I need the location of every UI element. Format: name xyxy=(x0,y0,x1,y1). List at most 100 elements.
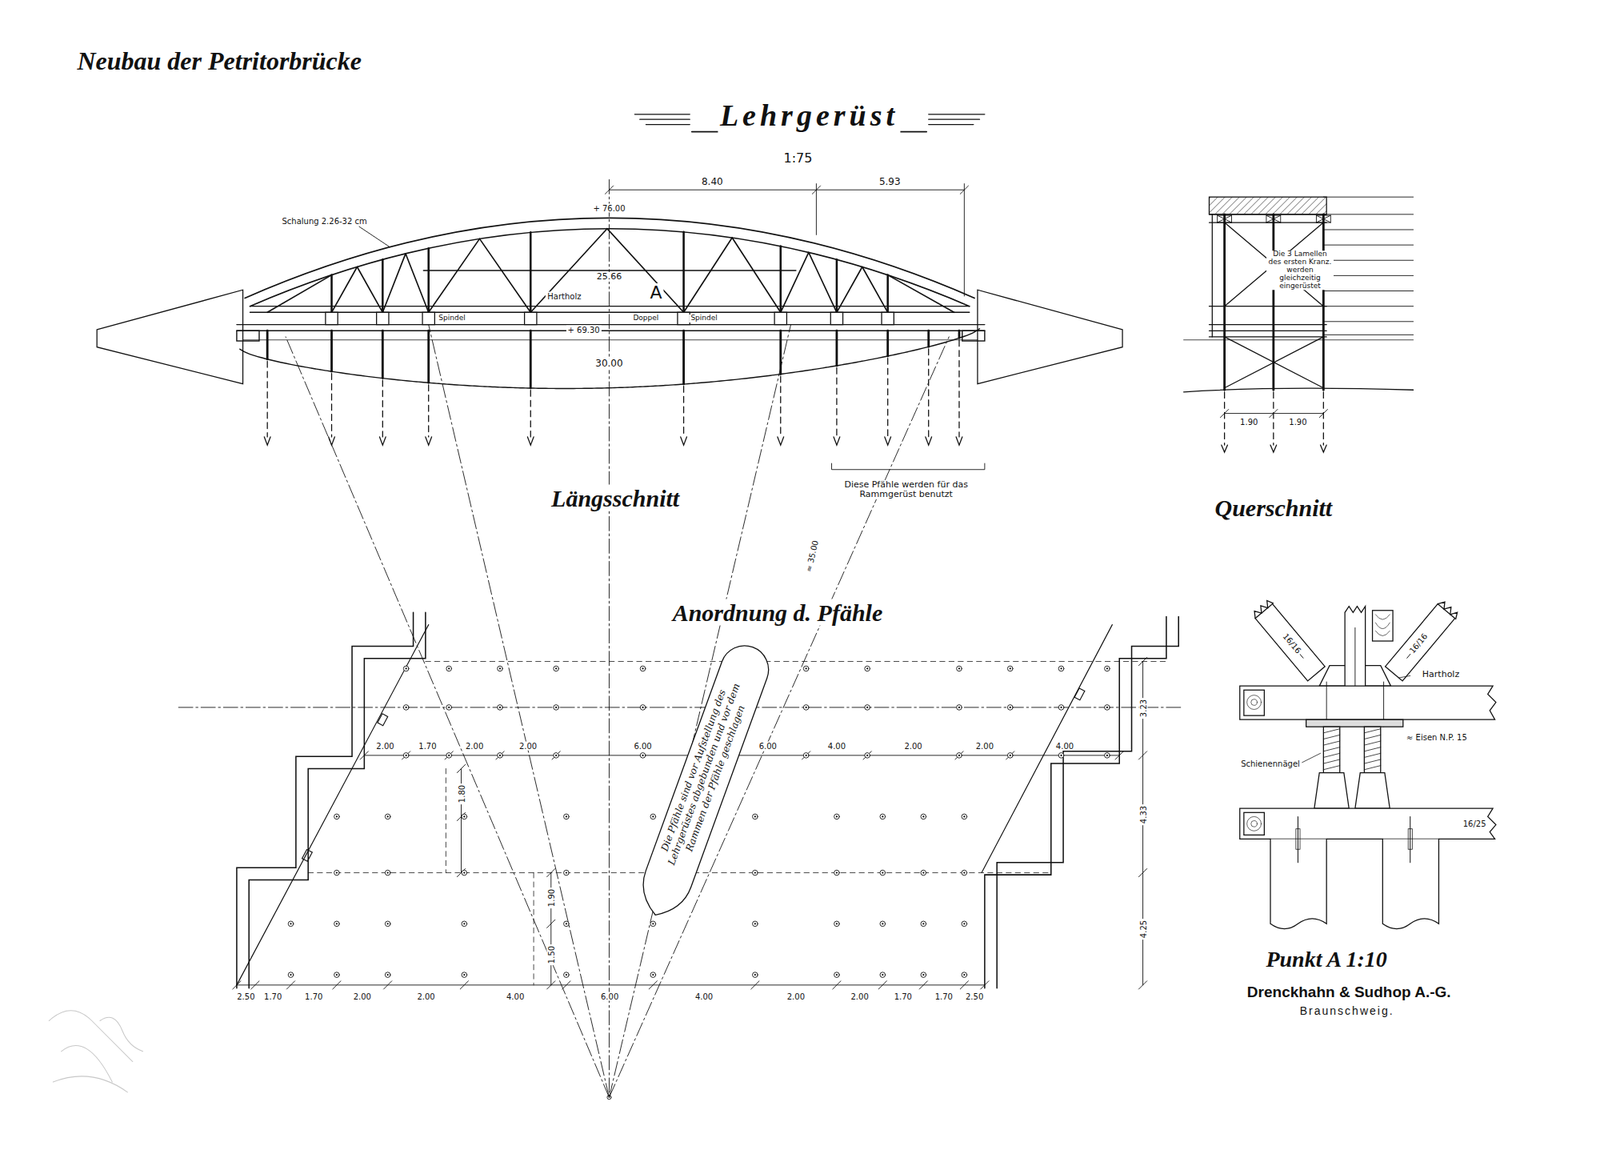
pile-symbol xyxy=(641,706,644,708)
truss-member xyxy=(684,237,733,312)
pile-symbol xyxy=(650,920,656,927)
pile-symbol xyxy=(920,972,927,978)
pile-symbol xyxy=(334,920,340,927)
radius-line xyxy=(285,336,609,1097)
pile-symbol xyxy=(387,871,389,873)
pile-symbol xyxy=(752,813,759,820)
cross-section xyxy=(1316,215,1331,223)
centre-line xyxy=(608,179,610,1100)
dimension-line xyxy=(444,751,453,760)
dimension-label: 1.90 xyxy=(1287,416,1308,426)
abutment-wall xyxy=(236,612,414,988)
detail-a xyxy=(1302,752,1321,762)
pile-symbol xyxy=(1104,704,1111,711)
truss-member xyxy=(836,259,839,312)
pile-symbol xyxy=(448,706,450,708)
pile-line xyxy=(958,340,960,437)
dimension-line xyxy=(384,980,392,989)
truss-member xyxy=(325,312,338,324)
timber-post xyxy=(330,330,333,372)
water-line xyxy=(243,339,978,340)
timber-post xyxy=(680,436,688,445)
dimension-line xyxy=(232,656,1148,989)
truss-member xyxy=(836,267,863,313)
pile-symbol xyxy=(650,813,656,820)
dimension-line xyxy=(608,189,964,191)
pile-symbol xyxy=(564,972,570,978)
pile-symbol xyxy=(880,813,886,820)
part-label: Hartholz xyxy=(545,291,583,300)
pile-symbol xyxy=(1104,704,1111,711)
cross-section xyxy=(1208,330,1327,332)
dimension-label: 4.25 xyxy=(1138,918,1148,940)
pile-symbol xyxy=(920,920,927,927)
cross-section xyxy=(1272,392,1274,445)
cross-section xyxy=(1208,305,1327,307)
pile-symbol xyxy=(961,813,968,820)
dimension-line xyxy=(964,184,965,296)
cross-section xyxy=(1316,215,1331,223)
pile-symbol xyxy=(956,704,963,711)
detail-a xyxy=(1409,816,1411,862)
pile-symbol xyxy=(754,871,756,873)
cross-section xyxy=(1323,392,1324,445)
timber-post xyxy=(777,436,784,445)
pile-symbol xyxy=(497,752,504,759)
detail-a xyxy=(1270,838,1327,928)
pile-symbol xyxy=(461,869,468,876)
pile-symbol xyxy=(650,813,656,820)
pile-symbol xyxy=(834,813,840,820)
pile-symbol xyxy=(963,973,965,976)
detail-a xyxy=(1364,726,1380,772)
pile-symbol xyxy=(640,704,646,711)
pile-line xyxy=(836,368,837,437)
truss-member xyxy=(376,312,389,324)
detail-a xyxy=(1240,685,1496,720)
pile-symbol xyxy=(864,752,871,759)
note-outline: Die Pfähle sind vor Aufstellung des Lehr… xyxy=(630,636,777,925)
pile-symbol xyxy=(553,704,560,711)
beam xyxy=(249,305,969,307)
pile-symbol xyxy=(1058,752,1064,759)
pile-symbol xyxy=(963,922,965,924)
timber-post xyxy=(886,330,889,356)
leader-line xyxy=(359,226,985,470)
radius-label: ≈ 35.00 xyxy=(804,537,821,575)
grid-line xyxy=(445,768,447,872)
pile-symbol xyxy=(564,813,570,820)
cross-section xyxy=(1323,290,1413,292)
pile-symbol xyxy=(641,754,644,756)
pile-symbol xyxy=(920,813,927,820)
water-line xyxy=(243,339,978,340)
dimension-label: 2.50 xyxy=(964,991,985,1000)
pile-symbol xyxy=(1007,752,1013,759)
dimension-line xyxy=(460,980,468,989)
pile-symbol xyxy=(652,815,654,817)
cross-section xyxy=(1208,336,1327,337)
pile-symbol xyxy=(334,972,340,978)
cross-section xyxy=(1266,215,1281,223)
pile-symbol xyxy=(652,973,654,976)
dimension-line xyxy=(552,751,560,760)
dimension-label: 1.50 xyxy=(546,943,556,964)
pile-symbol xyxy=(499,754,501,756)
pile-line xyxy=(428,384,429,437)
cross-section xyxy=(1323,320,1413,322)
pile-symbol xyxy=(836,973,838,976)
cross-section xyxy=(1212,214,1213,337)
cross-section xyxy=(1221,444,1327,452)
pile-symbol xyxy=(553,665,560,672)
pile-symbol xyxy=(463,973,465,976)
pile-line xyxy=(928,348,929,437)
pile-symbol xyxy=(803,752,809,759)
radius-line xyxy=(608,324,791,1098)
pile-symbol xyxy=(334,920,340,927)
pile-symbol xyxy=(1058,752,1064,759)
dimension-label: 4.33 xyxy=(1138,804,1148,825)
pile-line xyxy=(530,390,532,437)
pile-symbol xyxy=(881,815,884,817)
pile-symbol xyxy=(289,973,292,976)
truss-member xyxy=(381,259,384,312)
detail-a xyxy=(1375,614,1390,636)
pile-symbol xyxy=(961,813,968,820)
